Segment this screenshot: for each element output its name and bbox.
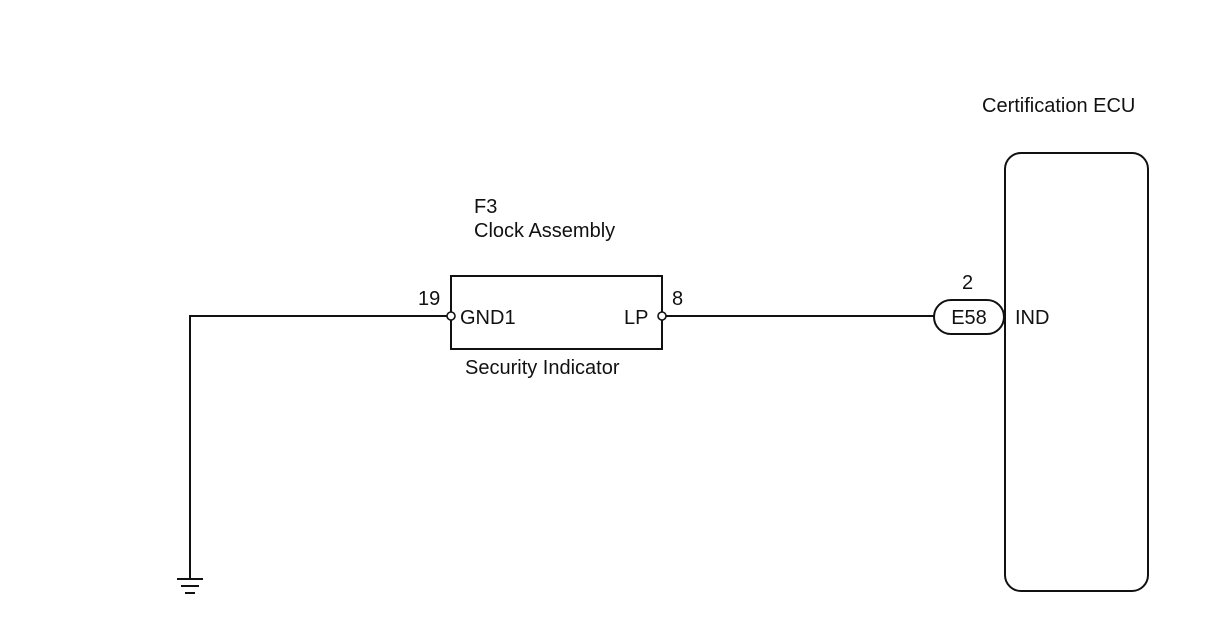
left-pin-name: GND1 bbox=[460, 307, 516, 329]
right-pin-name: LP bbox=[624, 307, 648, 329]
clock-assembly-box bbox=[450, 275, 663, 350]
ground-wire bbox=[189, 315, 447, 578]
ecu-terminal-name: IND bbox=[1015, 307, 1049, 329]
component-function: Security Indicator bbox=[465, 357, 620, 379]
ground-symbol-icon bbox=[177, 578, 203, 594]
left-pin-number: 19 bbox=[418, 288, 440, 310]
left-pin-terminal bbox=[446, 311, 456, 321]
right-pin-terminal bbox=[657, 311, 667, 321]
component-name: Clock Assembly bbox=[474, 220, 615, 242]
certification-ecu-body bbox=[1004, 152, 1149, 592]
connector-code: E58 bbox=[951, 307, 987, 329]
component-code: F3 bbox=[474, 196, 497, 218]
ecu-title: Certification ECU bbox=[982, 95, 1135, 117]
connector-pin-number: 2 bbox=[962, 272, 973, 294]
right-pin-number: 8 bbox=[672, 288, 683, 310]
